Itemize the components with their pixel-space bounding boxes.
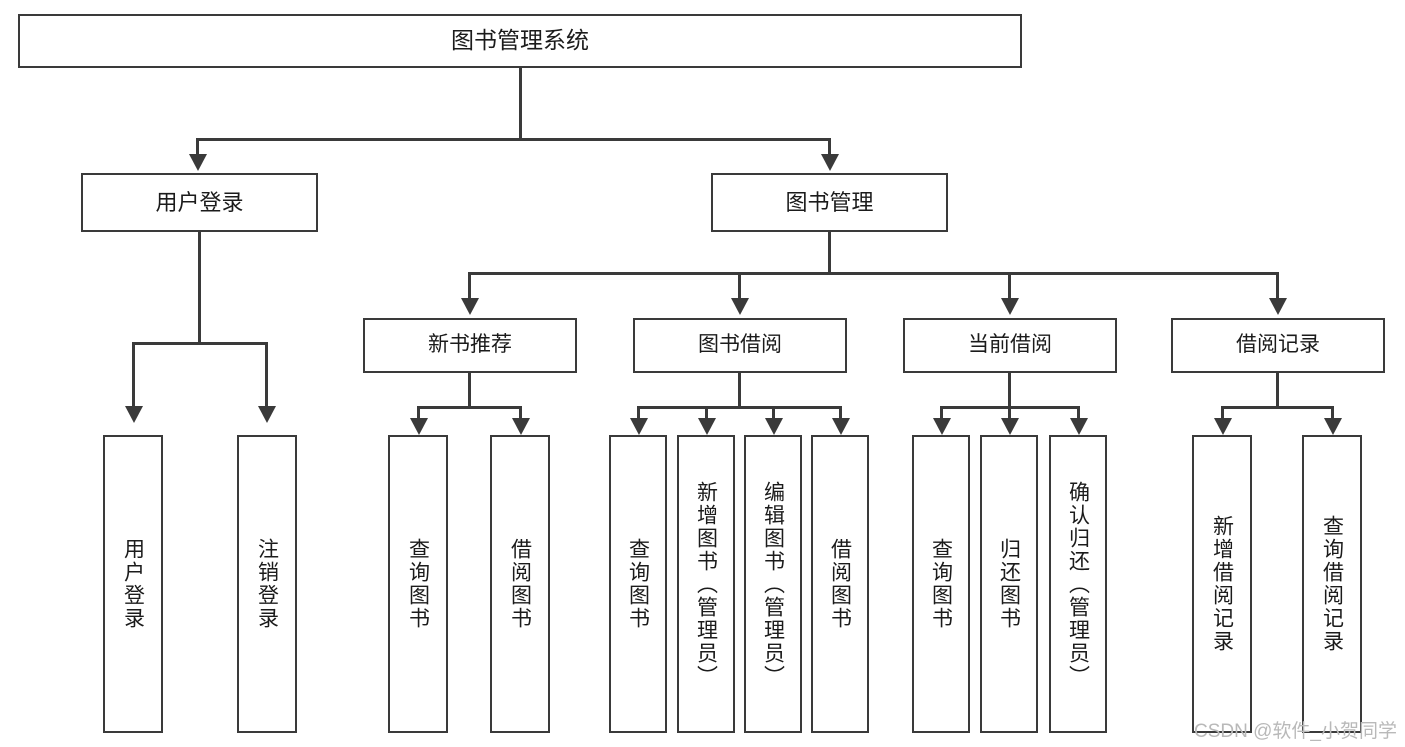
leaf-borrow-book-new[interactable]: 借阅图书 xyxy=(490,435,550,733)
node-label: 用户登录 xyxy=(155,189,244,215)
leaf-label: 新增借阅记录 xyxy=(1210,515,1234,653)
node-label: 图书借阅 xyxy=(698,333,782,357)
connector-new-book-stem xyxy=(468,373,471,408)
arrowhead-leaf-query-book-a xyxy=(410,418,428,435)
connector-book-mgmt-drop-4 xyxy=(1276,272,1279,300)
leaf-label: 查询图书 xyxy=(406,538,430,630)
node-book-borrow[interactable]: 图书借阅 xyxy=(633,318,847,373)
node-current-borrow[interactable]: 当前借阅 xyxy=(903,318,1117,373)
connector-user-login-drop-2 xyxy=(265,342,268,408)
connector-root-to-user-login xyxy=(196,138,199,156)
arrowhead-book-mgmt xyxy=(821,154,839,171)
node-new-book-recommend[interactable]: 新书推荐 xyxy=(363,318,577,373)
connector-root-stem xyxy=(519,68,522,140)
connector-book-borrow-bus xyxy=(637,406,842,409)
connector-book-borrow-drop-3 xyxy=(772,406,775,420)
arrowhead-leaf-return-book xyxy=(1001,418,1019,435)
connector-root-to-book-mgmt xyxy=(828,138,831,156)
node-label: 图书管理系统 xyxy=(451,27,589,54)
connector-user-login-drop-1 xyxy=(132,342,135,408)
connector-book-borrow-drop-1 xyxy=(637,406,640,420)
arrowhead-leaf-query-book-c xyxy=(933,418,951,435)
leaf-label: 编辑图书（管理员） xyxy=(761,480,785,688)
connector-current-borrow-stem xyxy=(1008,373,1011,408)
node-label: 新书推荐 xyxy=(428,333,512,357)
leaf-label: 借阅图书 xyxy=(508,538,532,630)
arrowhead-book-borrow xyxy=(731,298,749,315)
arrowhead-leaf-add-book xyxy=(698,418,716,435)
connector-borrow-record-bus xyxy=(1221,406,1334,409)
leaf-label: 查询图书 xyxy=(929,538,953,630)
leaf-label: 新增图书（管理员） xyxy=(694,480,718,688)
connector-current-borrow-drop-1 xyxy=(940,406,943,420)
connector-borrow-record-drop-1 xyxy=(1221,406,1224,420)
leaf-label: 注销登录 xyxy=(255,538,279,630)
leaf-label: 用户登录 xyxy=(121,538,145,630)
arrowhead-user-login xyxy=(189,154,207,171)
node-label: 借阅记录 xyxy=(1236,333,1320,357)
connector-book-mgmt-bus xyxy=(468,272,1279,275)
leaf-label: 查询借阅记录 xyxy=(1320,515,1344,653)
arrowhead-current-borrow xyxy=(1001,298,1019,315)
arrowhead-borrow-record xyxy=(1269,298,1287,315)
leaf-query-book-current[interactable]: 查询图书 xyxy=(912,435,970,733)
connector-root-bus xyxy=(196,138,831,141)
node-label: 当前借阅 xyxy=(968,333,1052,357)
connector-book-borrow-drop-2 xyxy=(705,406,708,420)
connector-book-borrow-stem xyxy=(738,373,741,408)
leaf-edit-book-admin[interactable]: 编辑图书（管理员） xyxy=(744,435,802,733)
csdn-watermark: CSDN @软件_小贺同学 xyxy=(1194,721,1397,742)
arrowhead-leaf-query-book-b xyxy=(630,418,648,435)
arrowhead-leaf-confirm-return xyxy=(1070,418,1088,435)
node-label: 图书管理 xyxy=(785,189,874,215)
arrowhead-leaf-query-record xyxy=(1324,418,1342,435)
leaf-user-login[interactable]: 用户登录 xyxy=(103,435,163,733)
connector-borrow-record-drop-2 xyxy=(1331,406,1334,420)
connector-current-borrow-drop-2 xyxy=(1008,406,1011,420)
leaf-query-borrow-record[interactable]: 查询借阅记录 xyxy=(1302,435,1362,733)
node-root-system[interactable]: 图书管理系统 xyxy=(18,14,1022,68)
connector-new-book-drop-1 xyxy=(417,406,420,420)
connector-new-book-drop-2 xyxy=(519,406,522,420)
arrowhead-leaf-borrow-book-a xyxy=(512,418,530,435)
arrowhead-leaf-borrow-book-b xyxy=(832,418,850,435)
leaf-label: 归还图书 xyxy=(997,538,1021,630)
leaf-query-book-new[interactable]: 查询图书 xyxy=(388,435,448,733)
connector-book-mgmt-drop-3 xyxy=(1008,272,1011,300)
connector-new-book-bus xyxy=(417,406,522,409)
leaf-label: 借阅图书 xyxy=(828,538,852,630)
arrowhead-leaf-logout xyxy=(258,406,276,423)
arrowhead-leaf-add-record xyxy=(1214,418,1232,435)
connector-borrow-record-stem xyxy=(1276,373,1279,408)
leaf-confirm-return-admin[interactable]: 确认归还（管理员） xyxy=(1049,435,1107,733)
leaf-query-book-borrow[interactable]: 查询图书 xyxy=(609,435,667,733)
leaf-logout[interactable]: 注销登录 xyxy=(237,435,297,733)
leaf-return-book[interactable]: 归还图书 xyxy=(980,435,1038,733)
connector-user-login-bus xyxy=(132,342,268,345)
leaf-label: 确认归还（管理员） xyxy=(1066,480,1090,688)
leaf-add-borrow-record[interactable]: 新增借阅记录 xyxy=(1192,435,1252,733)
connector-current-borrow-drop-3 xyxy=(1077,406,1080,420)
leaf-label: 查询图书 xyxy=(626,538,650,630)
node-book-management[interactable]: 图书管理 xyxy=(711,173,948,232)
node-borrow-record[interactable]: 借阅记录 xyxy=(1171,318,1385,373)
connector-book-mgmt-stem xyxy=(828,232,831,274)
connector-book-borrow-drop-4 xyxy=(839,406,842,420)
connector-book-mgmt-drop-1 xyxy=(468,272,471,300)
arrowhead-new-book-rec xyxy=(461,298,479,315)
arrowhead-leaf-edit-book xyxy=(765,418,783,435)
connector-user-login-stem xyxy=(198,232,201,344)
leaf-borrow-book-borrow[interactable]: 借阅图书 xyxy=(811,435,869,733)
connector-book-mgmt-drop-2 xyxy=(738,272,741,300)
node-user-login[interactable]: 用户登录 xyxy=(81,173,318,232)
leaf-add-book-admin[interactable]: 新增图书（管理员） xyxy=(677,435,735,733)
arrowhead-leaf-user-login xyxy=(125,406,143,423)
